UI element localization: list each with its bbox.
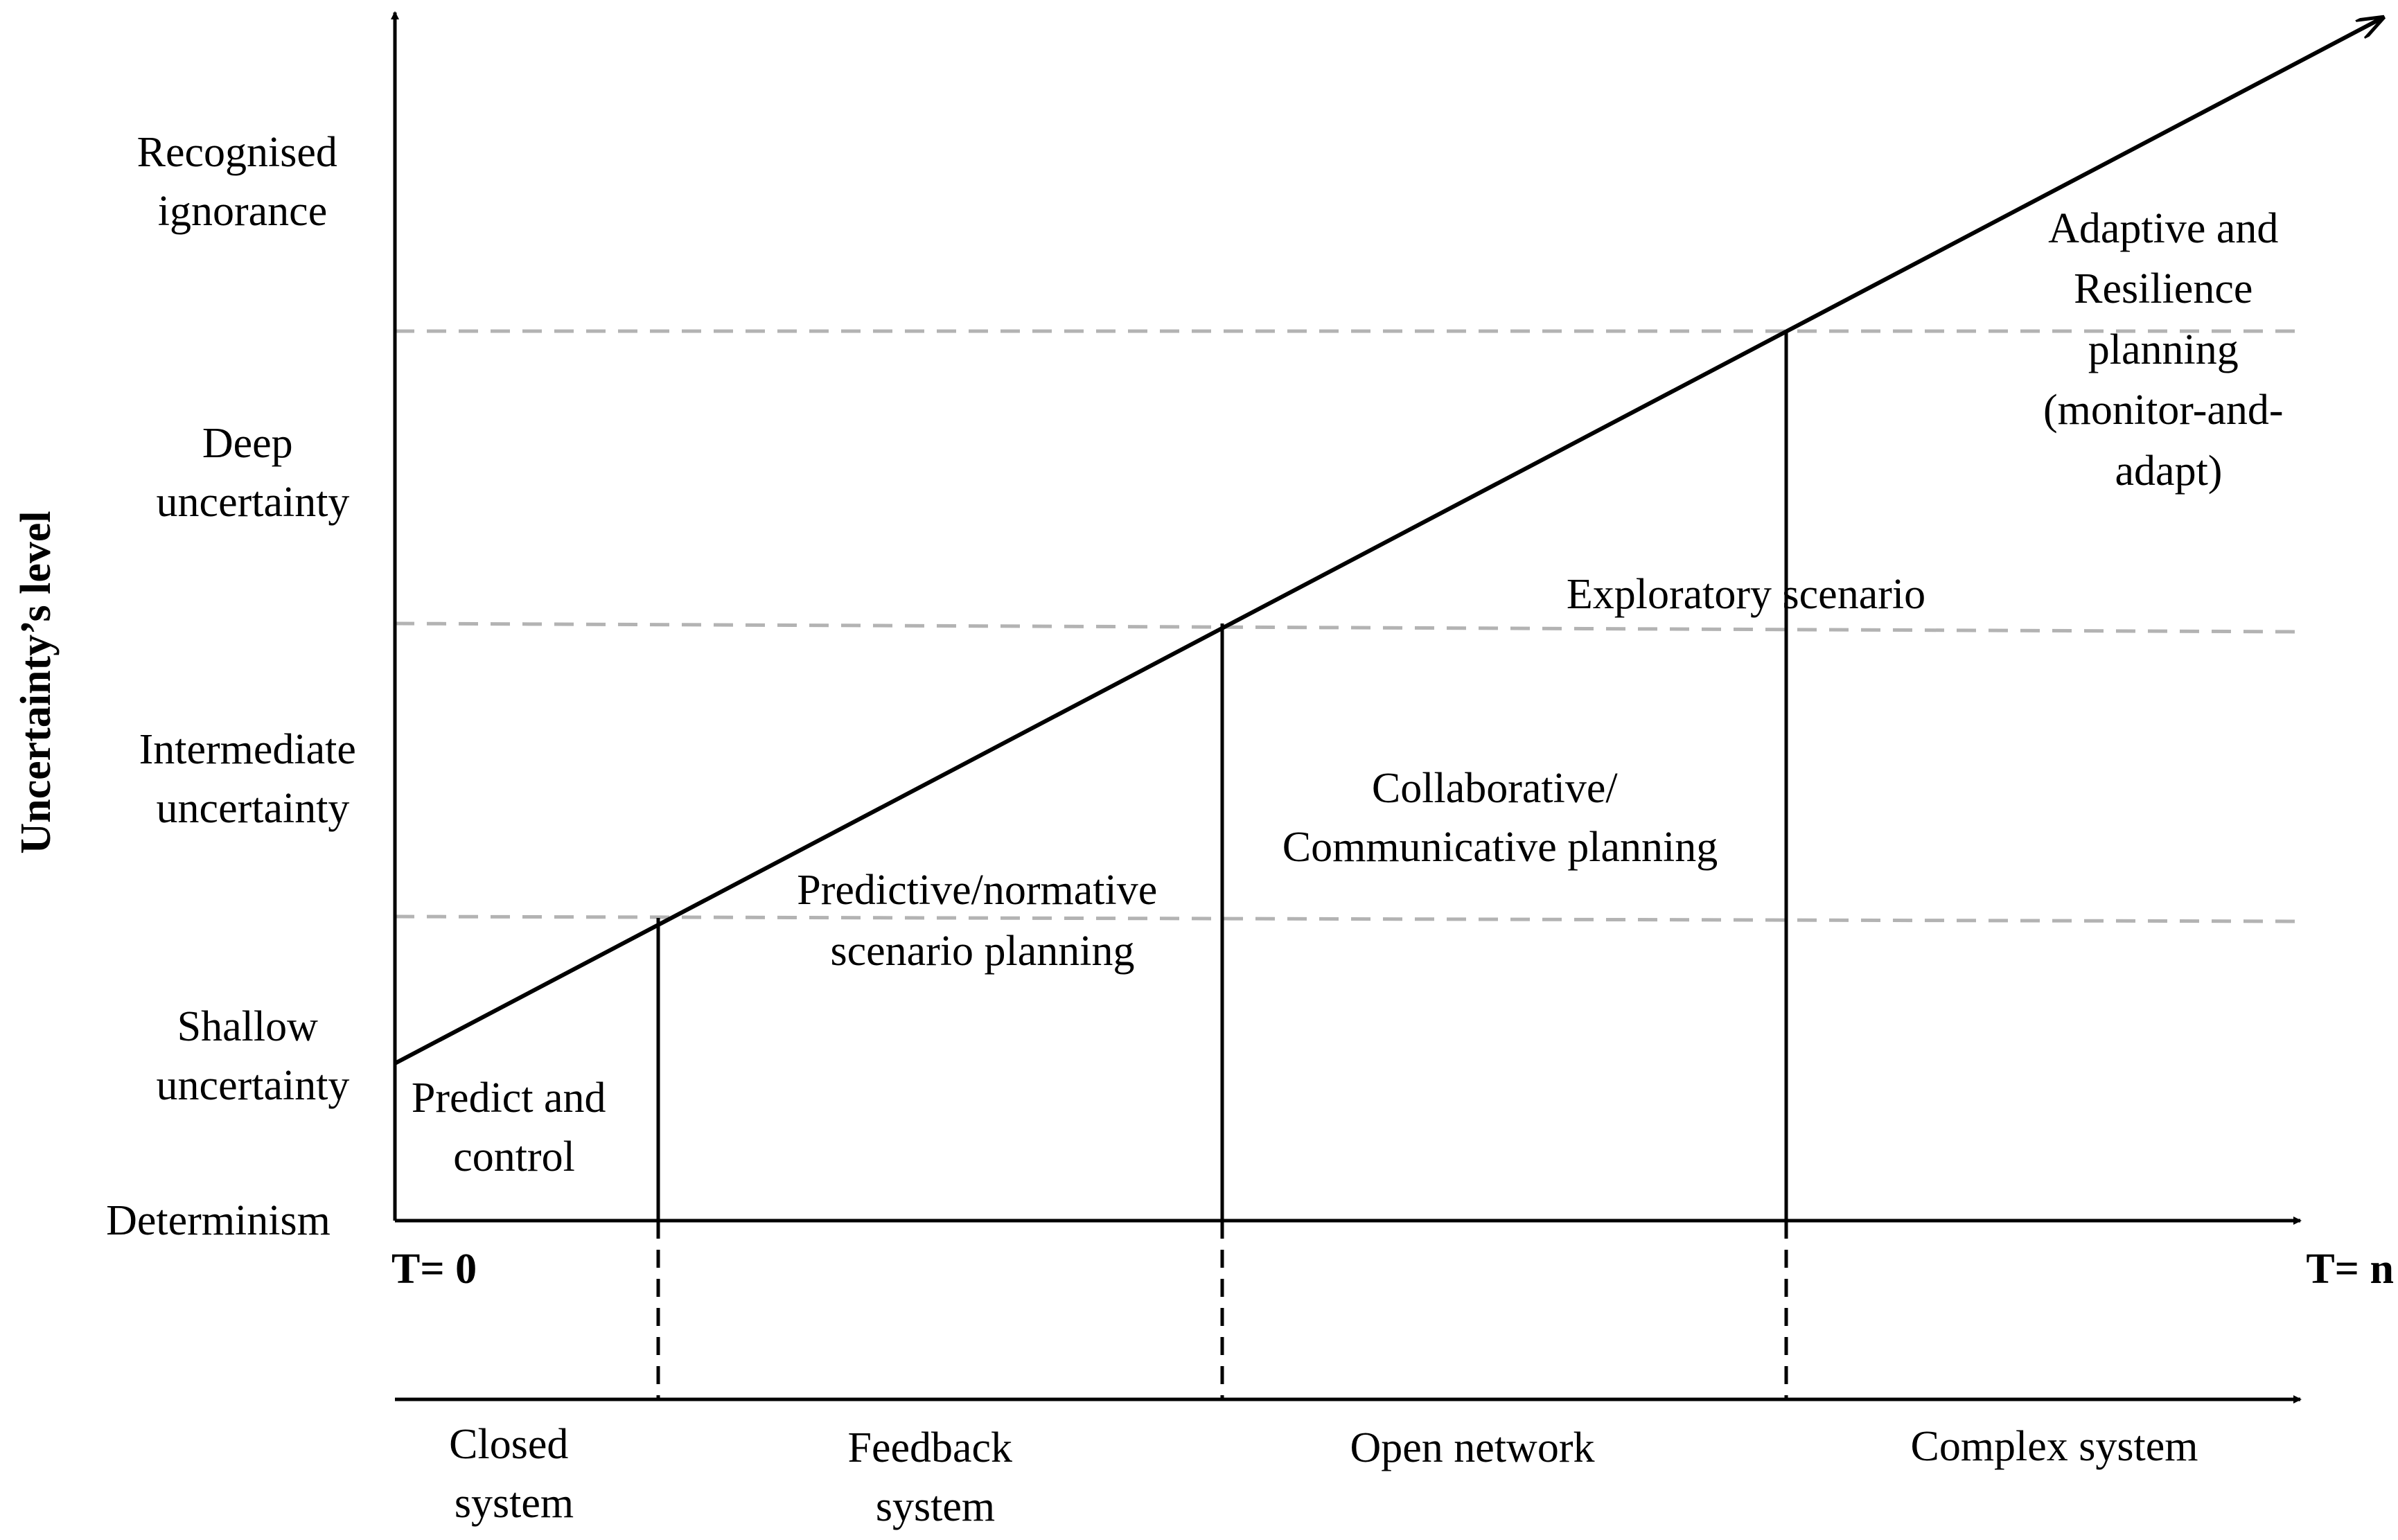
approach-adaptive-line2: Resilience [2074, 265, 2252, 312]
stage-separators [656, 331, 1788, 1221]
level-label-ignorance: Recognised ignorance [137, 129, 349, 235]
level-label-deep-line2: uncertainty [157, 479, 350, 526]
time-end-label: T= n [2306, 1246, 2394, 1293]
approach-collaborative: Collaborative/ Communicative planning [1282, 765, 1718, 871]
level-label-intermediate: Intermediate uncertainty [139, 726, 367, 832]
level-label-shallow: Shallow uncertainty [157, 1003, 350, 1109]
approach-predictive-normative: Predictive/normative scenario planning [797, 867, 1167, 975]
system-feedback-line2: system [876, 1483, 995, 1530]
approach-exploratory: Exploratory scenario [1567, 571, 1925, 618]
approach-predict-control: Predict and control [412, 1074, 617, 1180]
approach-predict-control-line2: control [453, 1133, 575, 1180]
system-closed: Closed system [449, 1421, 579, 1527]
level-label-deep-line1: Deep [202, 420, 293, 467]
system-feedback-line1: Feedback [847, 1424, 1012, 1471]
time-start-label: T= 0 [391, 1246, 477, 1293]
level-label-ignorance-line1: Recognised [137, 129, 337, 176]
approach-adaptive-resilience: Adaptive and Resilience planning (monito… [2043, 205, 2294, 495]
level-label-determinism: Determinism [106, 1197, 330, 1244]
approach-adaptive-line5: adapt) [2115, 448, 2223, 495]
approach-adaptive-line1: Adaptive and [2048, 205, 2278, 252]
system-feedback: Feedback system [847, 1424, 1023, 1530]
system-closed-line1: Closed [449, 1421, 568, 1468]
guide-intermediate [394, 914, 2304, 923]
uncertainty-trend-line [394, 17, 2383, 1065]
level-label-deep: Deep uncertainty [157, 420, 350, 526]
level-label-intermediate-line1: Intermediate [139, 726, 356, 773]
approach-collaborative-line2: Communicative planning [1282, 824, 1718, 871]
uncertainty-level-labels: Recognised ignorance Deep uncertainty In… [106, 129, 367, 1244]
approach-predictive-normative-line1: Predictive/normative [797, 867, 1157, 914]
planning-approach-labels: Predict and control Predictive/normative… [412, 205, 2294, 1180]
level-label-ignorance-line2: ignorance [158, 188, 327, 235]
approach-adaptive-line4: (monitor-and- [2043, 387, 2284, 434]
approach-adaptive-line3: planning [2088, 326, 2239, 373]
system-type-labels: Closed system Feedback system Open netwo… [449, 1421, 2198, 1530]
guide-deep [394, 621, 2304, 634]
system-complex: Complex system [1910, 1423, 2198, 1470]
approach-predict-control-line1: Predict and [412, 1074, 606, 1122]
y-axis-title: Uncertainty’s level [12, 511, 60, 853]
level-label-shallow-line2: uncertainty [157, 1062, 350, 1109]
approach-predictive-normative-line2: scenario planning [830, 928, 1134, 975]
approach-collaborative-line1: Collaborative/ [1372, 765, 1618, 812]
system-open-network: Open network [1350, 1424, 1595, 1471]
system-separators [656, 1221, 1788, 1399]
level-label-shallow-line1: Shallow [177, 1003, 318, 1050]
system-closed-line2: system [455, 1480, 574, 1527]
level-label-intermediate-line2: uncertainty [157, 785, 350, 832]
